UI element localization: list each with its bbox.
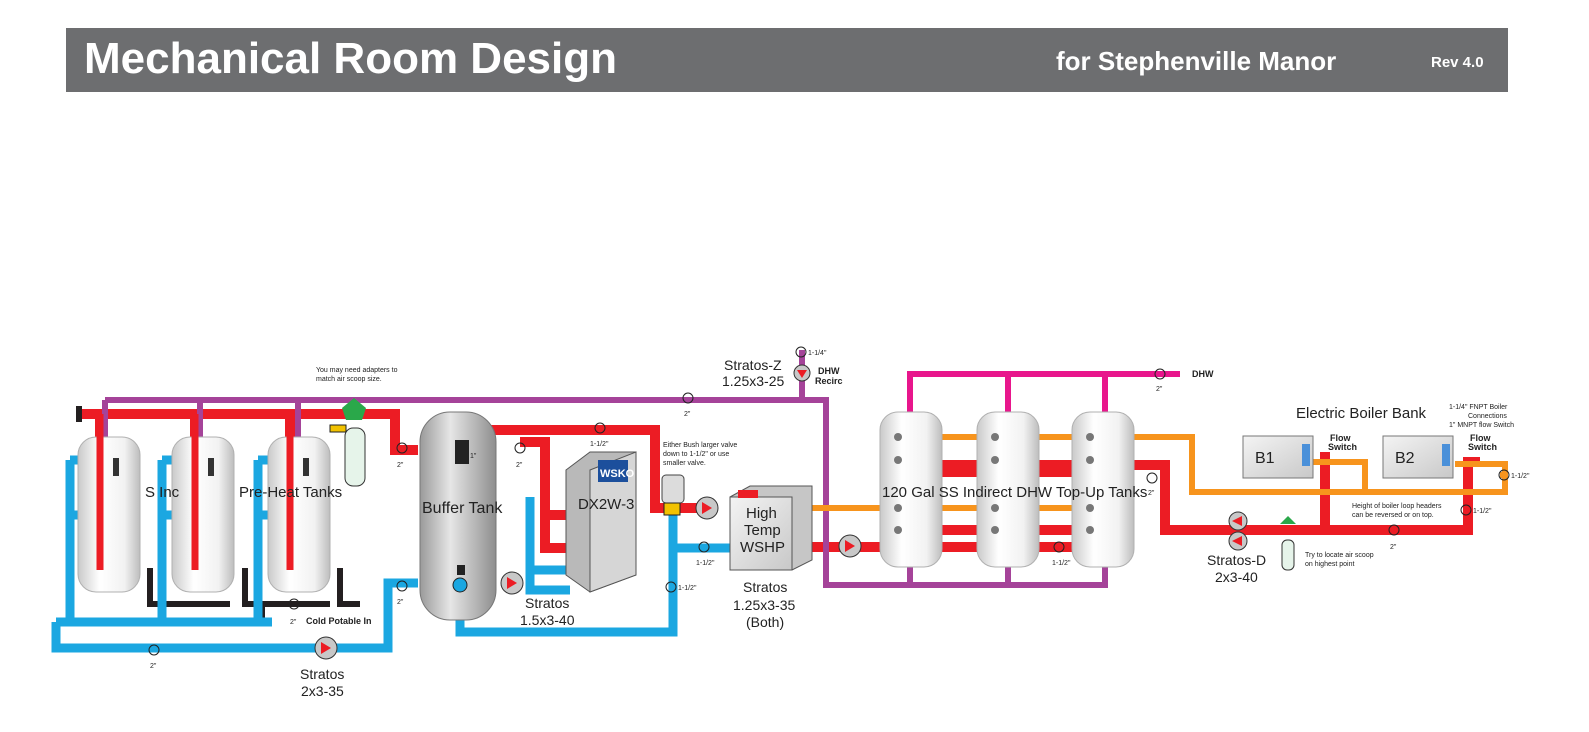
size-label: 1-1/2" (1511, 473, 1530, 480)
pump-stratos-z (793, 364, 811, 382)
dhw-pipes (907, 371, 1180, 412)
size-label: 1-1/4" (808, 350, 827, 357)
note-airscoop-2: on highest point (1305, 561, 1354, 568)
size-label: 2" (1156, 386, 1163, 393)
size-label: 2" (290, 619, 297, 626)
note-adapters-1: You may need adapters to (316, 367, 398, 374)
wshp-unit (729, 485, 813, 571)
boiler-bank-label: Electric Boiler Bank (1296, 405, 1427, 422)
buffer-tank (419, 411, 497, 621)
stratos-a-label-1: Stratos (300, 666, 344, 682)
stratos-z-label-2: 1.25x3-25 (722, 373, 784, 389)
flow-switch-2b: Switch (1468, 442, 1497, 452)
size-label: 2" (684, 411, 691, 418)
size-label: 2" (397, 462, 404, 469)
boiler-b2 (1382, 435, 1454, 479)
stratos-b-label-2: 1.5x3-40 (520, 612, 575, 628)
page-title: Mechanical Room Design (84, 34, 618, 83)
note-adapters-2: match air scoop size. (316, 376, 382, 383)
flow-switch-1b: Switch (1328, 442, 1357, 452)
pump-stratos-2x3-35 (314, 636, 338, 660)
indirect-tank-2 (976, 411, 1040, 568)
indirect-tank-1 (879, 411, 943, 568)
pump-stratos-wshp-2 (838, 534, 862, 558)
flow-switch-2a: Flow (1470, 433, 1491, 443)
note-fnpt-3: 1" MNPT flow Switch (1449, 422, 1514, 429)
preheat-tank-1 (77, 414, 141, 593)
note-airscoop-1: Try to locate air scoop (1305, 552, 1374, 559)
cold-potable-label: Cold Potable In (306, 616, 372, 626)
dhw-recirc-label-1: DHW (818, 366, 840, 376)
boiler-b1 (1242, 435, 1314, 479)
svg-text:WSKO: WSKO (600, 468, 635, 480)
stratos-c-label-1: Stratos (743, 579, 787, 595)
dx2w-unit: WSKO (565, 451, 637, 593)
buffer-tank-label: Buffer Tank (422, 500, 503, 517)
size-label: 1-1/2" (1052, 560, 1071, 567)
air-separator (329, 398, 366, 487)
size-label: 1-1/2" (1473, 508, 1492, 515)
preheat-tank-3 (267, 414, 331, 593)
stratos-a-label-2: 2x3-35 (301, 683, 344, 699)
indirect-tanks-label: 120 Gal SS Indirect DHW Top-Up Tanks (882, 484, 1147, 501)
size-label: 1-1/2" (678, 585, 697, 592)
note-fnpt-1: 1-1/4" FNPT Boiler (1449, 404, 1508, 411)
pipe-cap (76, 406, 82, 422)
boiler-b2-label: B2 (1395, 450, 1415, 467)
preheat-partial-label: S Inc (145, 484, 180, 501)
note-bush-3: smaller valve. (663, 460, 706, 467)
pipe-size-markers (148, 346, 1510, 656)
revision-label: Rev 4.0 (1431, 54, 1484, 71)
indirect-tank-3 (1071, 411, 1135, 568)
flow-switch-1a: Flow (1330, 433, 1351, 443)
size-label: 1" (470, 453, 477, 460)
note-height-1: Height of boiler loop headers (1352, 503, 1442, 510)
size-label: 2" (1390, 544, 1397, 551)
air-separator-2 (1280, 516, 1296, 571)
note-fnpt-2: Connections (1468, 413, 1507, 420)
page-subtitle: for Stephenville Manor (1056, 46, 1337, 76)
note-height-2: can be reversed or on top. (1352, 512, 1434, 519)
size-label: 2" (397, 599, 404, 606)
title-bar: Mechanical Room Design for Stephenville … (66, 28, 1508, 92)
wshp-label-1: High (746, 505, 777, 522)
stratos-d-label-1: Stratos-D (1207, 552, 1266, 568)
wshp-label-3: WSHP (740, 539, 785, 556)
dx2w-label: DX2W-3 (578, 496, 634, 513)
dhw-label: DHW (1192, 369, 1214, 379)
note-bush-1: Either Bush larger valve (663, 442, 737, 449)
pump-stratos-wshp-1 (695, 496, 719, 520)
pump-stratos-1.5x3-40 (500, 571, 524, 595)
recirc-pipes (102, 350, 1108, 588)
stratos-d-label-2: 2x3-40 (1215, 569, 1258, 585)
size-label: 2" (150, 663, 157, 670)
preheat-tank-2 (171, 414, 235, 593)
size-label: 1-1/2" (696, 560, 715, 567)
size-label: 1-1/2" (590, 441, 609, 448)
stratos-c-label-2: 1.25x3-35 (733, 597, 795, 613)
note-bush-2: down to 1-1/2" or use (663, 451, 729, 458)
boiler-b1-label: B1 (1255, 450, 1275, 467)
stratos-c-label-3: (Both) (746, 614, 784, 630)
wshp-label-2: Temp (744, 522, 781, 539)
dhw-recirc-label-2: Recirc (815, 376, 843, 386)
size-label: 2" (1148, 490, 1155, 497)
stratos-b-label-1: Stratos (525, 595, 569, 611)
preheat-tanks-label: Pre-Heat Tanks (239, 484, 342, 501)
stratos-d-pump (1228, 511, 1248, 551)
size-label: 2" (516, 462, 523, 469)
mixing-valve (661, 474, 685, 516)
stratos-z-label-1: Stratos-Z (724, 357, 782, 373)
